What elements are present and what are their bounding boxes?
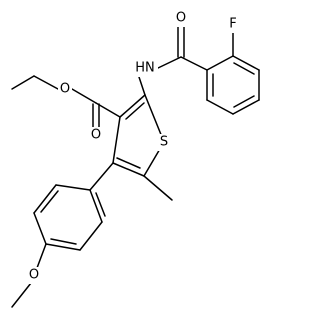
ester-carbonyl-oxygen-label: O <box>91 128 101 143</box>
bond-thiophene-c3-c2-inner <box>125 102 145 120</box>
bond-thiophene-to-methoxyphenyl <box>89 162 114 191</box>
bond-methoxyphenyl-5-6-inner <box>40 190 59 213</box>
bond-fluorophenyl-2-3-inner <box>233 62 255 75</box>
amide-nitrogen: HN <box>132 60 158 77</box>
bond-methoxy-methyl <box>11 282 32 308</box>
bond-nitrogen-to-carbonyl <box>157 56 182 69</box>
fluorine-label: F <box>229 17 236 32</box>
bond-thiophene-c3-c2 <box>119 94 146 118</box>
bond-fluorophenyl-4-5 <box>232 99 260 115</box>
fluorine-atom: F <box>227 16 240 33</box>
bond-thiophene-c5-c4-inner <box>116 157 141 169</box>
ester-ether-oxygen: O <box>58 81 72 98</box>
atom-labels: O O HN O F S O <box>27 10 240 284</box>
bond-methoxyphenyl-1-2 <box>89 189 103 223</box>
sulfur-atom: S <box>158 134 171 151</box>
bond-ethyl-terminal <box>11 75 35 90</box>
bond-methoxyphenyl-1-2-inner <box>95 192 106 217</box>
bond-methoxyphenyl-2-3 <box>79 221 103 251</box>
bond-ester-oxygen-to-carbonyl <box>71 88 97 104</box>
bond-carbonyl-to-benzoyl-ring <box>180 56 208 71</box>
amide-oxygen-label: O <box>176 11 186 26</box>
bond-thiophene-c4-c3 <box>112 116 121 164</box>
ester-carbonyl-oxygen: O <box>89 127 103 144</box>
bond-methoxyphenyl-5-6 <box>33 184 57 214</box>
methoxy-oxygen: O <box>27 267 41 284</box>
amide-oxygen: O <box>174 10 188 27</box>
amide-nitrogen-label: HN <box>135 61 155 76</box>
bond-methyl <box>143 175 173 201</box>
bond-fluorophenyl-2-3 <box>232 55 260 71</box>
bond-fluorophenyl-1-2 <box>206 55 234 71</box>
sulfur-label: S <box>160 135 168 150</box>
bond-ester-to-thiophene <box>95 102 121 118</box>
chemical-structure: O O HN O F S O <box>11 10 260 308</box>
bond-ring-to-methoxy-oxygen <box>36 243 47 269</box>
bond-methoxyphenyl-4-5 <box>33 212 47 245</box>
bond-thiophene-c5-c4 <box>112 162 145 177</box>
bond-c2-to-nitrogen <box>137 73 146 96</box>
methoxy-oxygen-label: O <box>29 268 39 283</box>
ester-ether-oxygen-label: O <box>60 82 70 97</box>
bond-methoxyphenyl-6-1 <box>55 184 91 191</box>
bond-fluorophenyl-5-6 <box>206 99 234 115</box>
bond-ethyl-to-oxygen <box>33 75 59 90</box>
bond-fluorophenyl-4-5-inner <box>233 95 255 108</box>
bond-lines <box>11 25 260 308</box>
bond-methoxyphenyl-3-4-inner <box>50 238 77 245</box>
bond-methoxyphenyl-3-4 <box>45 243 81 251</box>
